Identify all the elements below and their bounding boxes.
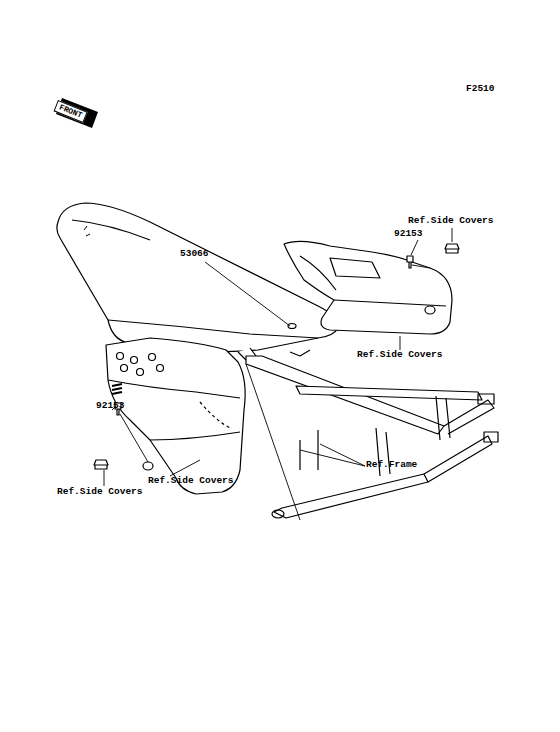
callout-number: 53066	[180, 249, 209, 259]
figure-number: F2510	[466, 84, 495, 94]
leader-lines	[104, 94, 462, 520]
callout-number: 92153	[394, 229, 423, 239]
seat	[57, 203, 339, 360]
reference-label: Ref.Side Covers	[357, 350, 443, 360]
reference-label: Ref.Side Covers	[408, 216, 494, 226]
side-cover-left	[106, 338, 245, 494]
callout-number: 92153	[96, 401, 125, 411]
reference-label: Ref.Frame	[366, 460, 417, 470]
reference-label: Ref.Side Covers	[57, 487, 143, 497]
side-cover-right	[284, 241, 452, 334]
reference-label: Ref.Side Covers	[148, 476, 234, 486]
subframe	[246, 356, 498, 518]
fasteners	[94, 244, 459, 469]
